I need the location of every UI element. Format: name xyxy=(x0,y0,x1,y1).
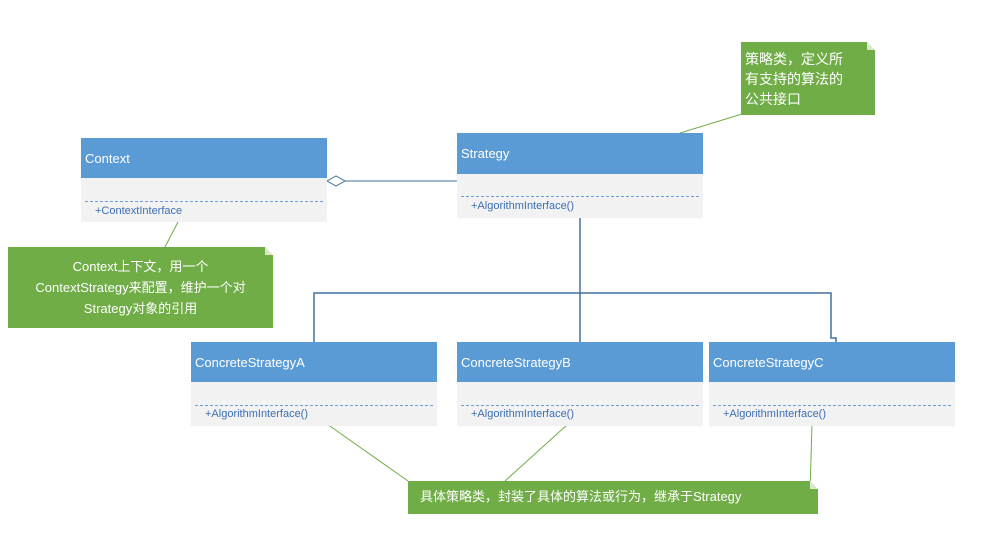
context-class[interactable]: Context +ContextInterface xyxy=(81,138,327,222)
concrete-strategy-b-class[interactable]: ConcreteStrategyB +AlgorithmInterface() xyxy=(457,342,703,426)
context-class-name: Context xyxy=(81,138,327,178)
concrete-strategy-c-name: ConcreteStrategyC xyxy=(709,342,955,382)
note-fold-corner xyxy=(265,247,273,255)
context-note-connector xyxy=(164,221,179,248)
context-note-line-1: Context上下文，用一个 xyxy=(72,259,209,274)
note-fold-corner xyxy=(867,42,875,50)
aggregation-diamond xyxy=(325,175,347,187)
concrete-strategy-a-name: ConcreteStrategyA xyxy=(191,342,437,382)
strategy-class[interactable]: Strategy +AlgorithmInterface() xyxy=(457,133,703,218)
concrete-strategy-a-separator xyxy=(195,405,433,406)
strategy-method: +AlgorithmInterface() xyxy=(471,200,575,212)
strategy-note-connector xyxy=(679,113,743,134)
concrete-strategy-b-separator xyxy=(461,405,699,406)
context-method: +ContextInterface xyxy=(95,205,183,217)
concrete-c-note-connector xyxy=(809,424,813,491)
note-fold-corner xyxy=(810,481,818,489)
concrete-strategy-b-method: +AlgorithmInterface() xyxy=(471,408,575,420)
concrete-strategy-c-method: +AlgorithmInterface() xyxy=(723,408,827,420)
inheritance-branch-c xyxy=(580,292,837,342)
context-separator xyxy=(85,201,323,202)
strategy-note-line-2: 有支持的算法的 xyxy=(745,71,843,87)
context-note-line-2: ContextStrategy来配置，维护一个对 xyxy=(35,280,246,295)
inheritance-branch-a xyxy=(313,292,580,342)
concrete-strategy-c-class[interactable]: ConcreteStrategyC +AlgorithmInterface() xyxy=(709,342,955,426)
concrete-strategy-a-method: +AlgorithmInterface() xyxy=(205,408,309,420)
strategy-separator xyxy=(461,196,699,197)
concrete-strategy-note-line-1: 具体策略类，封装了具体的算法或行为，继承于Strategy xyxy=(420,489,742,504)
context-note-line-3: Strategy对象的引用 xyxy=(83,301,198,316)
strategy-note-line-1: 策略类，定义所 xyxy=(745,51,843,67)
concrete-b-note-connector xyxy=(504,423,569,482)
strategy-note-line-3: 公共接口 xyxy=(745,91,801,107)
context-note: Context上下文，用一个 ContextStrategy来配置，维护一个对 … xyxy=(8,247,273,328)
concrete-strategy-note: 具体策略类，封装了具体的算法或行为，继承于Strategy xyxy=(408,481,818,514)
strategy-class-name: Strategy xyxy=(457,133,703,174)
strategy-note: 策略类，定义所 有支持的算法的 公共接口 xyxy=(741,42,875,115)
concrete-strategy-a-class[interactable]: ConcreteStrategyA +AlgorithmInterface() xyxy=(191,342,437,426)
concrete-strategy-c-separator xyxy=(713,405,951,406)
concrete-a-note-connector xyxy=(326,423,409,482)
concrete-strategy-b-name: ConcreteStrategyB xyxy=(457,342,703,382)
